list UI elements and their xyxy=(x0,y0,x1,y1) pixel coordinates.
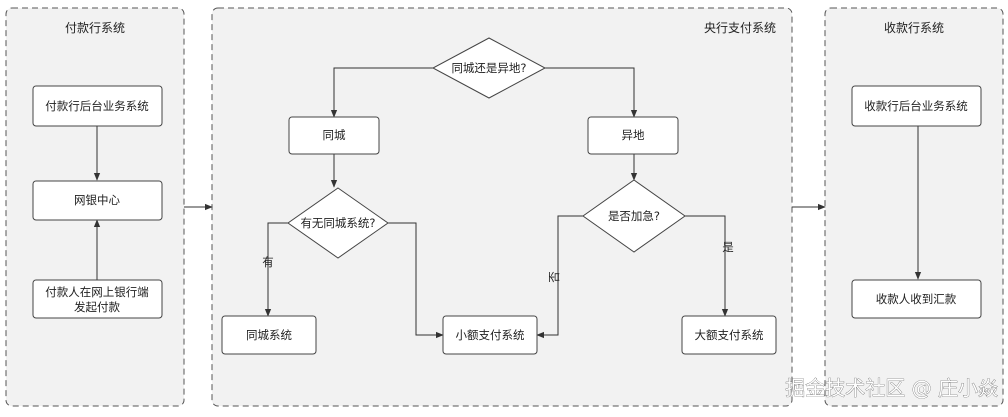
edge-decision-to-remote xyxy=(545,67,638,118)
node-large-payment xyxy=(681,315,777,355)
edge-label-no: 否 xyxy=(547,271,561,283)
node-payer-backend xyxy=(32,85,163,127)
decision-urgent-label: 是否加急? xyxy=(608,209,660,223)
node-ebank-center-label: 网银中心 xyxy=(74,193,120,207)
node-remote xyxy=(587,116,679,155)
node-payer-initiate xyxy=(32,279,163,319)
edge-decision-to-same-city xyxy=(330,67,433,118)
node-payer-initiate-line2: 发起付款 xyxy=(74,300,120,314)
edge-no-to-small xyxy=(536,215,583,339)
node-small-payment-label: 小额支付系统 xyxy=(456,328,525,342)
node-payer-initiate-line1: 付款人在网上银行端 xyxy=(45,285,149,299)
watermark: 掘金技术社区 @ 庄小焱 xyxy=(785,376,998,400)
node-same-city-system-label: 同城系统 xyxy=(246,328,292,342)
node-small-payment xyxy=(442,315,538,355)
node-payee-received-label: 收款人收到汇款 xyxy=(876,292,957,306)
lane-payer-title: 付款行系统 xyxy=(65,21,125,35)
decision-same-or-remote xyxy=(431,37,547,99)
lane-payee-bank xyxy=(824,7,1004,407)
decision-urgent xyxy=(582,179,686,253)
edge-yes-to-large xyxy=(685,215,729,317)
node-payer-backend-label: 付款行后台业务系统 xyxy=(45,99,149,113)
node-same-city xyxy=(288,116,380,155)
node-ebank-center xyxy=(32,180,163,221)
edge-no-system-to-small xyxy=(388,222,444,339)
lane-payee-title: 收款行系统 xyxy=(884,21,944,35)
decision-has-city-system-label: 有无同城系统? xyxy=(300,216,375,230)
decision-has-city-system xyxy=(287,187,389,259)
node-payee-backend xyxy=(851,85,982,127)
node-remote-label: 异地 xyxy=(622,128,645,142)
edge-has-to-same-city-system xyxy=(264,222,288,317)
node-payee-received xyxy=(851,279,982,319)
node-same-city-system xyxy=(221,315,317,355)
edge-label-has: 有 xyxy=(262,255,274,269)
lane-central-title: 央行支付系统 xyxy=(704,21,776,35)
node-payee-backend-label: 收款行后台业务系统 xyxy=(864,99,968,113)
decision-same-or-remote-label: 同城还是异地? xyxy=(451,61,526,75)
edge-label-yes: 是 xyxy=(722,240,734,254)
node-same-city-label: 同城 xyxy=(323,128,346,142)
node-large-payment-label: 大额支付系统 xyxy=(695,328,764,342)
